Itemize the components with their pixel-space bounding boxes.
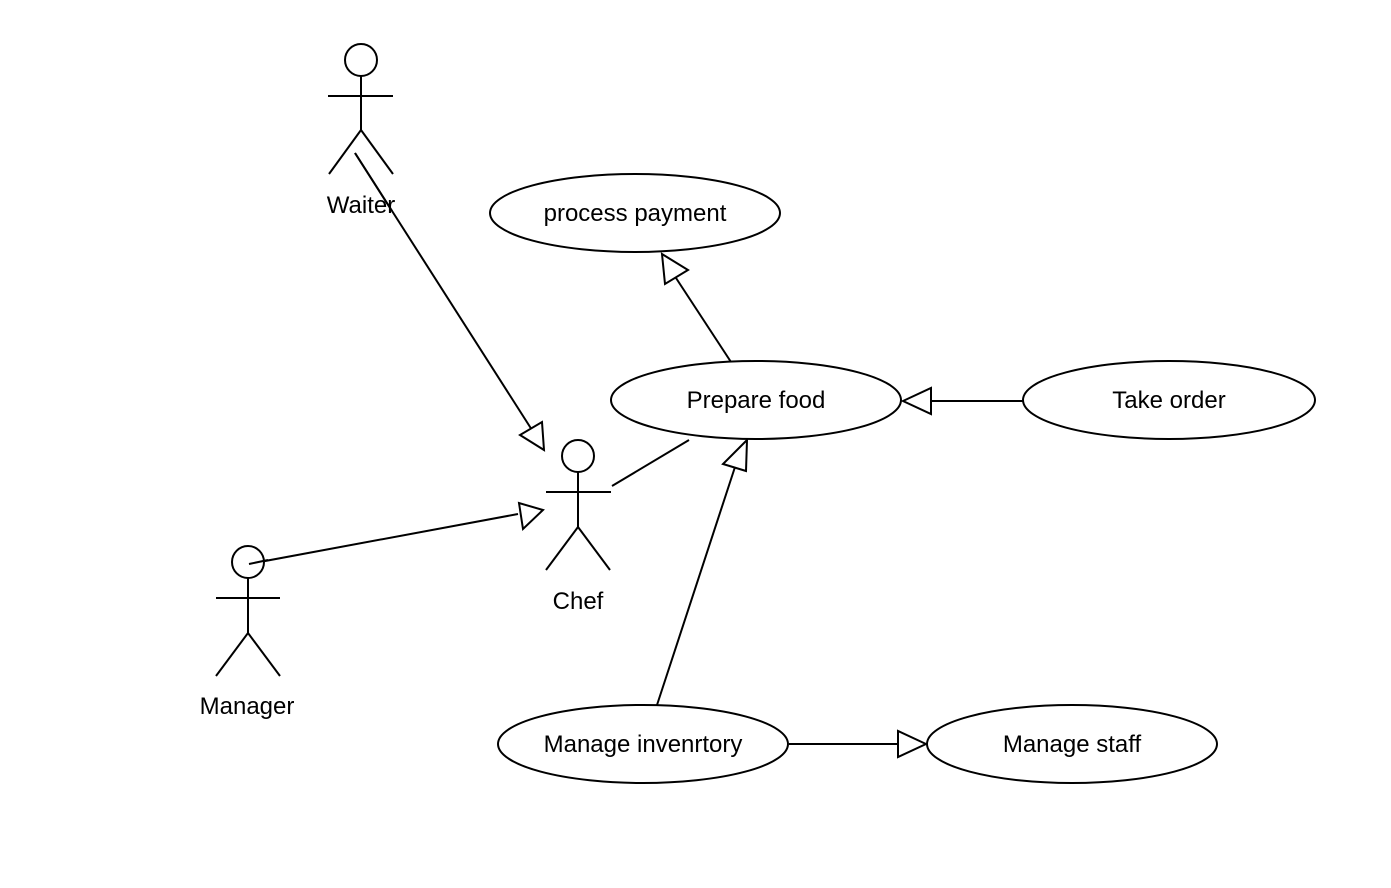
use-case-manage-staff[interactable]: Manage staff bbox=[926, 704, 1218, 784]
manager-connector-stub bbox=[248, 559, 269, 565]
process-payment-label: process payment bbox=[544, 200, 727, 227]
actor-waiter[interactable]: Waiter bbox=[327, 43, 395, 219]
take-order-to-prepare-food-generalization bbox=[900, 386, 1024, 416]
use-case-prepare-food[interactable]: Prepare food bbox=[610, 360, 902, 440]
waiter-label: Waiter bbox=[327, 192, 395, 219]
inventory-to-staff-generalization bbox=[789, 729, 929, 759]
chef-prepare-food-association bbox=[611, 439, 690, 487]
actor-chef[interactable]: Chef bbox=[545, 439, 611, 615]
stick-figure-icon bbox=[328, 43, 394, 175]
prepare-food-label: Prepare food bbox=[687, 387, 826, 414]
manage-inventory-label: Manage invenrtory bbox=[544, 731, 743, 758]
use-case-manage-inventory[interactable]: Manage invenrtory bbox=[497, 704, 789, 784]
prepare-food-to-payment-generalization bbox=[660, 252, 732, 363]
use-case-process-payment[interactable]: process payment bbox=[489, 173, 781, 253]
manage-staff-label: Manage staff bbox=[1003, 731, 1142, 758]
stick-figure-icon bbox=[215, 545, 281, 677]
actor-manager[interactable]: Manager bbox=[200, 545, 295, 720]
use-case-take-order[interactable]: Take order bbox=[1022, 360, 1316, 440]
inventory-to-prepare-food-generalization bbox=[656, 437, 749, 706]
manager-label: Manager bbox=[200, 693, 295, 720]
stick-figure-icon bbox=[545, 439, 611, 571]
chef-label: Chef bbox=[553, 588, 604, 615]
manager-to-chef-generalization bbox=[248, 501, 545, 565]
take-order-label: Take order bbox=[1112, 387, 1225, 414]
waiter-connector-stub bbox=[354, 152, 393, 212]
